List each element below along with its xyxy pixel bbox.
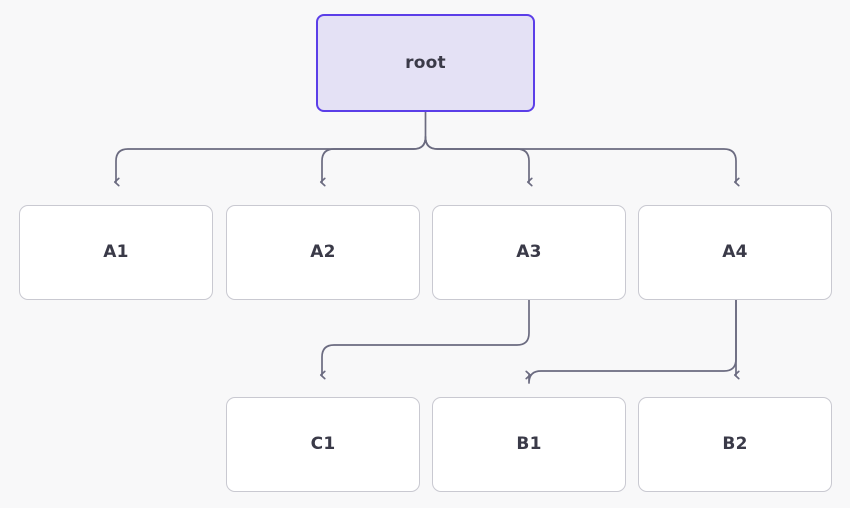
node-a2[interactable]: A2 <box>226 205 420 300</box>
edge-A3-C1 <box>319 299 530 380</box>
node-a4-label: A4 <box>722 242 748 262</box>
edge-root-A2 <box>319 136 427 187</box>
node-a4[interactable]: A4 <box>638 205 832 300</box>
edge-root-A4 <box>424 136 740 187</box>
edge-root-stem <box>113 111 427 187</box>
node-root-label: root <box>405 52 446 73</box>
node-b1[interactable]: B1 <box>432 397 626 492</box>
node-b2[interactable]: B2 <box>638 397 832 492</box>
node-a1-label: A1 <box>103 242 129 262</box>
node-c1-label: C1 <box>310 434 336 454</box>
node-root[interactable]: root <box>316 14 535 112</box>
edge-A4-B1 <box>525 299 737 384</box>
node-b2-label: B2 <box>722 434 748 454</box>
node-a3[interactable]: A3 <box>432 205 626 300</box>
node-c1[interactable]: C1 <box>226 397 420 492</box>
node-a1[interactable]: A1 <box>19 205 213 300</box>
node-b1-label: B1 <box>516 434 542 454</box>
node-a3-label: A3 <box>516 242 542 262</box>
node-a2-label: A2 <box>310 242 336 262</box>
edge-root-A3 <box>424 136 533 187</box>
